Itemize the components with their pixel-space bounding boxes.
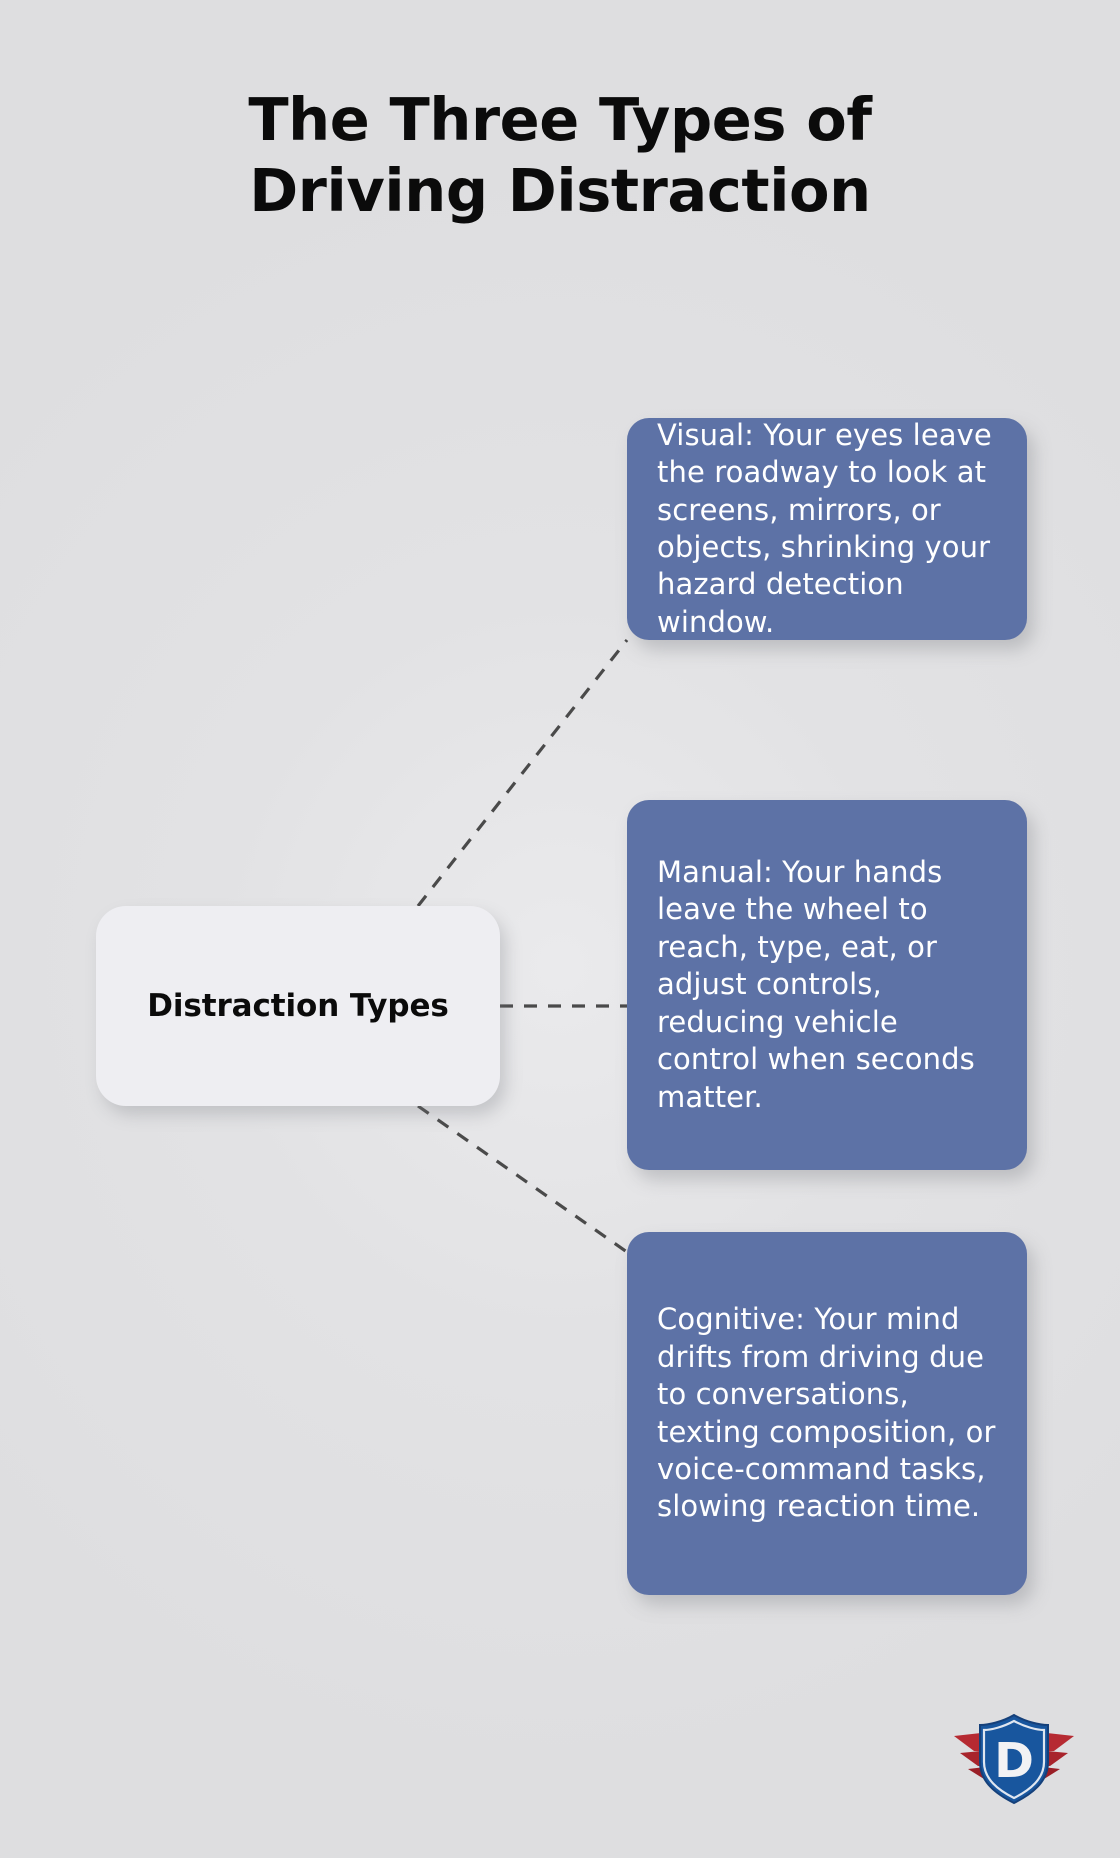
branch-card-cognitive-text: Cognitive: Your mind drifts from driving… xyxy=(657,1302,996,1524)
connector-to-cognitive xyxy=(417,1104,628,1254)
connector-to-visual xyxy=(416,639,629,907)
branch-card-visual-text: Visual: Your eyes leave the roadway to l… xyxy=(657,417,992,639)
branch-card-manual-text: Manual: Your hands leave the wheel to re… xyxy=(657,855,975,1114)
center-node-distraction-types[interactable]: Distraction Types xyxy=(96,906,500,1106)
branch-card-visual[interactable]: Visual: Your eyes leave the roadway to l… xyxy=(627,418,1027,640)
branch-card-manual[interactable]: Manual: Your hands leave the wheel to re… xyxy=(627,800,1027,1170)
page-title: The Three Types of Driving Distraction xyxy=(248,85,872,226)
title-block: The Three Types of Driving Distraction xyxy=(0,84,1120,227)
logo-shield xyxy=(979,1713,1049,1805)
branch-card-cognitive[interactable]: Cognitive: Your mind drifts from driving… xyxy=(627,1232,1027,1595)
winged-shield-d-logo: D xyxy=(948,1700,1080,1810)
center-node-label: Distraction Types xyxy=(147,988,449,1024)
logo-letter-d: D xyxy=(994,1733,1034,1789)
